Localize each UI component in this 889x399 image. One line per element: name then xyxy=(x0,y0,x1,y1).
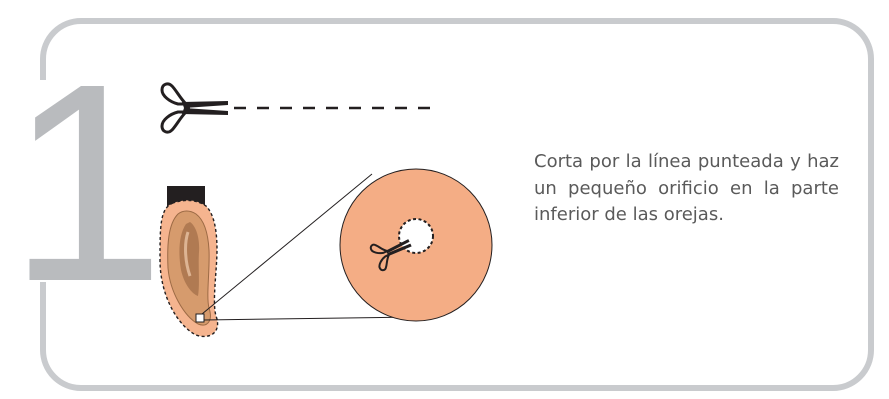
scissors-icon xyxy=(160,82,228,134)
step-number: 1 xyxy=(8,25,165,340)
ear-illustration xyxy=(159,186,219,338)
cut-marker xyxy=(195,313,205,323)
scissors-small-icon xyxy=(369,239,412,272)
hole-outline xyxy=(398,218,434,254)
ear-inner xyxy=(179,222,200,296)
zoom-line-top xyxy=(201,173,373,315)
instruction-text: Corta por la línea punteada y haz un peq… xyxy=(534,151,839,225)
zoom-line-bottom xyxy=(203,316,417,321)
step-number-backdrop xyxy=(16,80,100,282)
